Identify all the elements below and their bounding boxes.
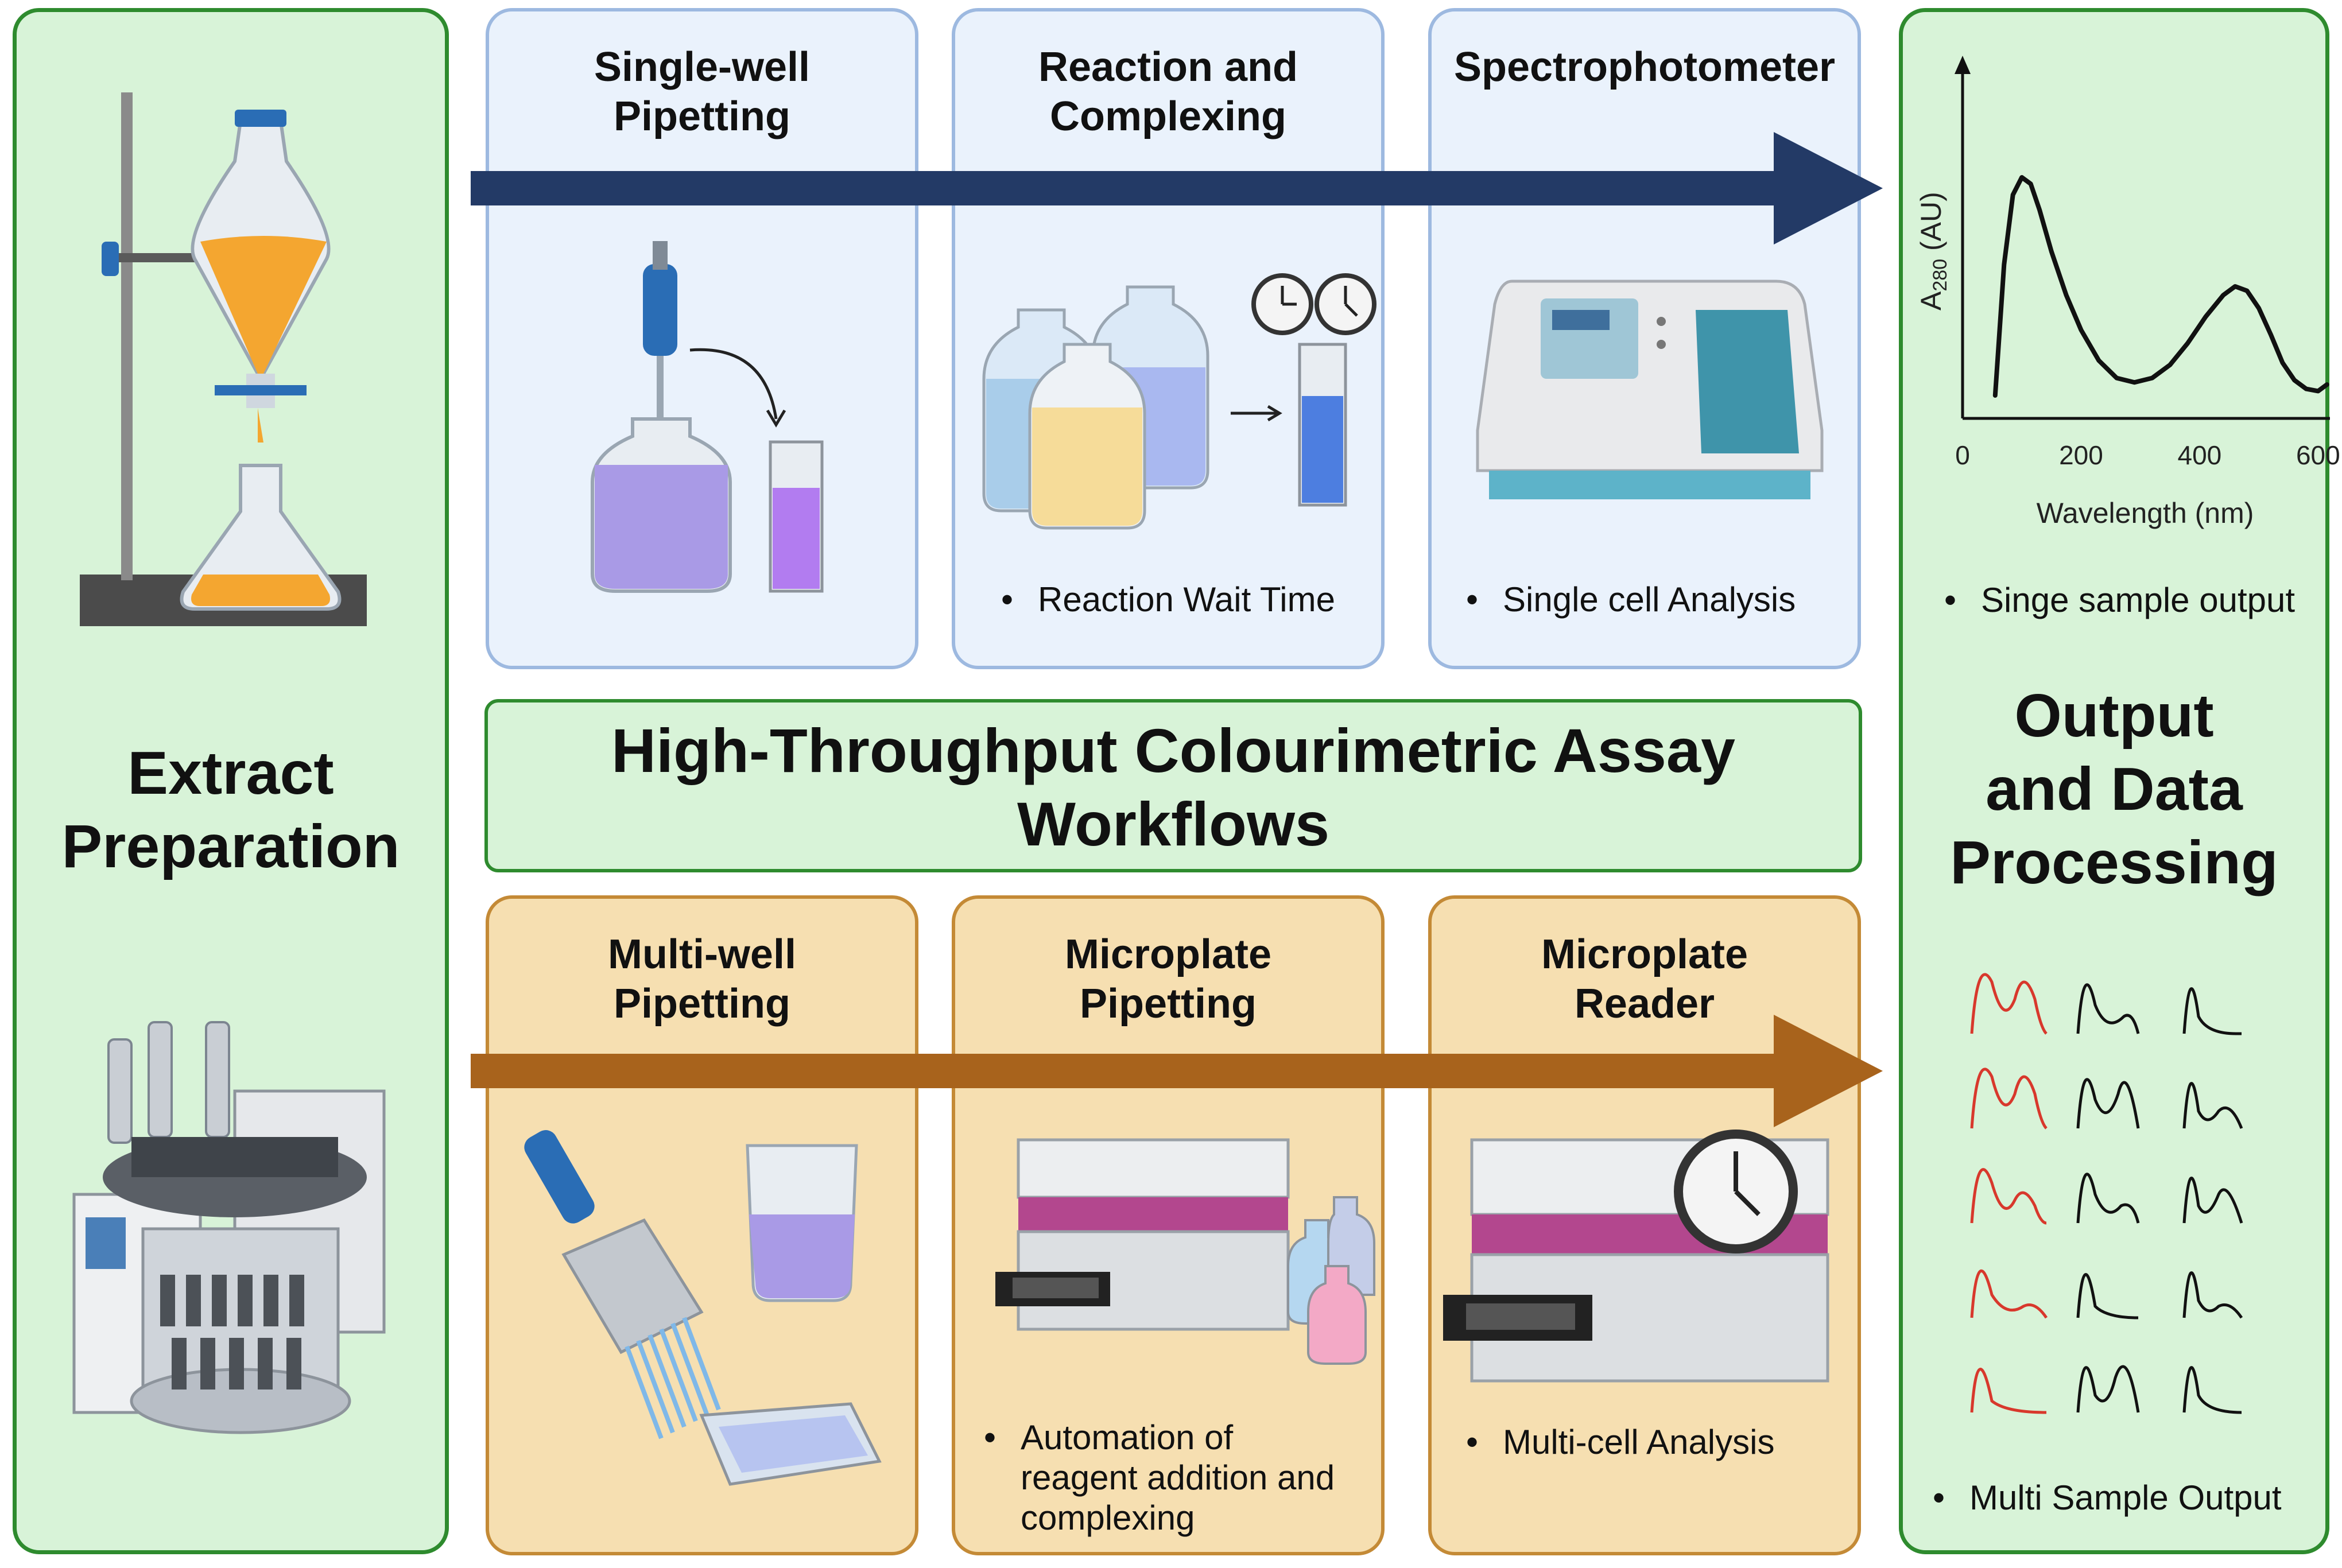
bullet-text: Reaction Wait Time — [1038, 580, 1335, 619]
output-data-processing-title: Output and Data Processing — [1950, 682, 2278, 896]
microplate-pipetting-title: Microplate Pipetting — [1064, 932, 1272, 1027]
y-axis-label-unit: (AU) — [1915, 192, 1947, 259]
y-axis-arrowhead — [1955, 56, 1971, 74]
spectrum-point-23 — [2305, 388, 2308, 390]
single-well-pipetting-title: Single-well Pipetting — [594, 44, 811, 139]
microplate-reader-panel: Microplate Reader • Multi-cell Analysis — [1428, 895, 1861, 1555]
absorbance-spectrum-chart: A280 (AU) Wavelength (nm) 0 200 400 600 — [1915, 56, 2340, 529]
spectrum-point-19 — [2258, 307, 2260, 309]
multichannel-pipette-illustration — [524, 1130, 882, 1486]
bullet-dot: • — [1466, 1423, 1479, 1461]
spectrum-point-22 — [2293, 379, 2296, 381]
bullet-dot: • — [984, 1418, 996, 1457]
top-workflow-arrow — [471, 132, 1883, 244]
center-title-box: High-Throughput Colourimetric Assay Work… — [484, 699, 1862, 872]
microplate-pipetting-panel: Microplate Pipetting • Automation of rea… — [952, 895, 1385, 1555]
spectrum-point-12 — [2151, 377, 2153, 379]
spectrum-point-10 — [2115, 377, 2118, 379]
multi-sample-spectra-grid — [1970, 973, 2243, 1414]
spectrophotometer-panel: Spectrophotometer • Single cell Analysis — [1428, 8, 1861, 669]
pipette-and-cuvette-illustration — [591, 241, 824, 593]
automated-extractor-illustration — [72, 1021, 386, 1434]
spectrum-point-21 — [2281, 362, 2283, 364]
bullet-dot: • — [1466, 580, 1479, 619]
x-tick-label-200: 200 — [2059, 440, 2103, 470]
bullet-text: Multi-cell Analysis — [1503, 1423, 1775, 1461]
spectrum-point-11 — [2133, 381, 2135, 383]
automation-bullet: • Automation of reagent addition and com… — [984, 1418, 1374, 1544]
spectrum-point-2 — [2012, 193, 2014, 196]
multi-well-pipetting-panel: Multi-well Pipetting — [486, 895, 918, 1555]
y-axis-label: A280 (AU) — [1915, 192, 1951, 311]
spectrum-point-25 — [2326, 383, 2328, 386]
multi-sample-output-bullet: • Multi Sample Output — [1933, 1478, 2323, 1524]
extract-preparation-panel: Extract Preparation — [13, 8, 449, 1554]
separatory-funnel-illustration — [80, 92, 367, 626]
spectrum-point-9 — [2097, 359, 2100, 362]
spectrum-point-3 — [2021, 176, 2023, 178]
x-tick-label-600: 600 — [2296, 440, 2340, 470]
extract-preparation-title: Extract Preparation — [61, 739, 400, 880]
bullet-dot: • — [1933, 1478, 1945, 1517]
single-sample-output-bullet: • Singe sample output — [1944, 580, 2323, 626]
bullet-dot: • — [1944, 581, 1957, 619]
spectrum-point-6 — [2050, 250, 2053, 253]
output-data-processing-panel: A280 (AU) Wavelength (nm) 0 200 400 600 • S… — [1899, 8, 2340, 1554]
x-tick-label-400: 400 — [2178, 440, 2222, 470]
spectrum-point-4 — [2030, 183, 2032, 185]
reaction-wait-time-bullet: • Reaction Wait Time — [1001, 580, 1368, 626]
bullet-text: Single cell Analysis — [1503, 580, 1796, 619]
spectrophotometer-title: Spectrophotometer — [1453, 44, 1836, 90]
spectrum-point-0 — [1994, 394, 1996, 397]
microplate-reader-illustration — [1443, 1130, 1829, 1383]
single-cell-analysis-bullet: • Single cell Analysis — [1466, 580, 1845, 626]
bullet-dot: • — [1001, 580, 1014, 619]
bottom-workflow-arrow — [471, 1015, 1883, 1127]
reaction-complexing-title: Reaction and Complexing — [1038, 44, 1298, 139]
reaction-complexing-panel: Reaction and Complexing • Reaction Wait … — [952, 8, 1385, 669]
spectrophotometer-illustration — [1476, 280, 1824, 499]
microplate-reader-title: Microplate Reader — [1541, 932, 1748, 1027]
spectrum-point-17 — [2234, 285, 2236, 288]
bottles-and-timer-illustration — [982, 273, 1376, 530]
spectrum-point-7 — [2065, 294, 2068, 296]
spectrum-point-14 — [2186, 342, 2189, 344]
spectrum-point-1 — [2003, 263, 2005, 266]
spectrum-point-15 — [2204, 316, 2207, 318]
multi-cell-analysis-bullet: • Multi-cell Analysis — [1466, 1422, 1845, 1468]
bullet-text: Multi Sample Output — [1969, 1478, 2282, 1517]
spectrum-point-13 — [2169, 364, 2171, 366]
spectrum-point-8 — [2080, 329, 2082, 331]
bullet-text: Automation of reagent addition and compl… — [1021, 1418, 1335, 1537]
x-axis-label: Wavelength (nm) — [2037, 497, 2254, 529]
bullet-text: Singe sample output — [1981, 581, 2296, 619]
spectrum-point-20 — [2270, 333, 2272, 336]
y-axis-label-main: A — [1915, 291, 1947, 311]
automated-pipetting-station-illustration — [995, 1138, 1375, 1365]
workflow-main-title: High-Throughput Colourimetric Assay Work… — [611, 716, 1736, 859]
y-axis-label-sub: 280 — [1929, 259, 1951, 292]
spectrum-line — [1992, 175, 2329, 398]
spectrum-point-5 — [2038, 209, 2041, 211]
multi-well-pipetting-title: Multi-well Pipetting — [608, 932, 796, 1027]
single-well-pipetting-panel: Single-well Pipetting — [486, 8, 918, 669]
spectrum-point-24 — [2317, 390, 2319, 392]
spectrum-point-18 — [2246, 290, 2248, 292]
spectrum-point-16 — [2222, 294, 2224, 296]
x-tick-label-0: 0 — [1955, 440, 1970, 470]
